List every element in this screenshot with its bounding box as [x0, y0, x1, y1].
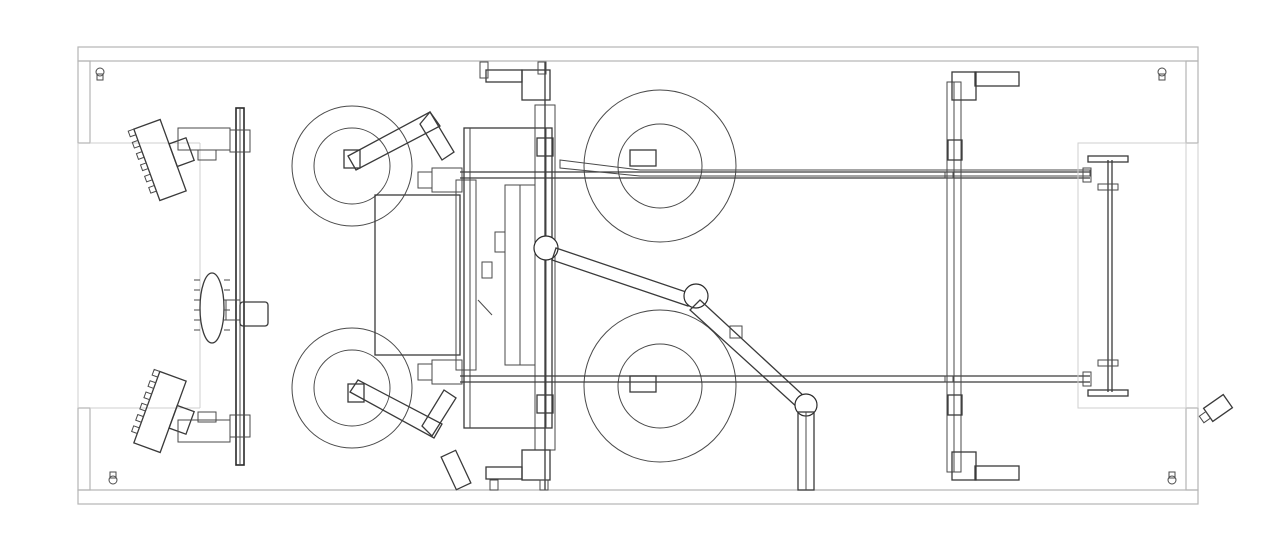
end-fixture [1077, 142, 1187, 409]
mounting-point [95, 67, 1177, 485]
corner-bracket [440, 61, 1234, 491]
articulated-arm [343, 110, 1091, 491]
left-lamp-bar [127, 107, 269, 466]
carriage-frame [374, 62, 559, 490]
enclosure-wall [77, 46, 1199, 505]
track-rail [460, 81, 1092, 473]
wheel [291, 89, 737, 463]
